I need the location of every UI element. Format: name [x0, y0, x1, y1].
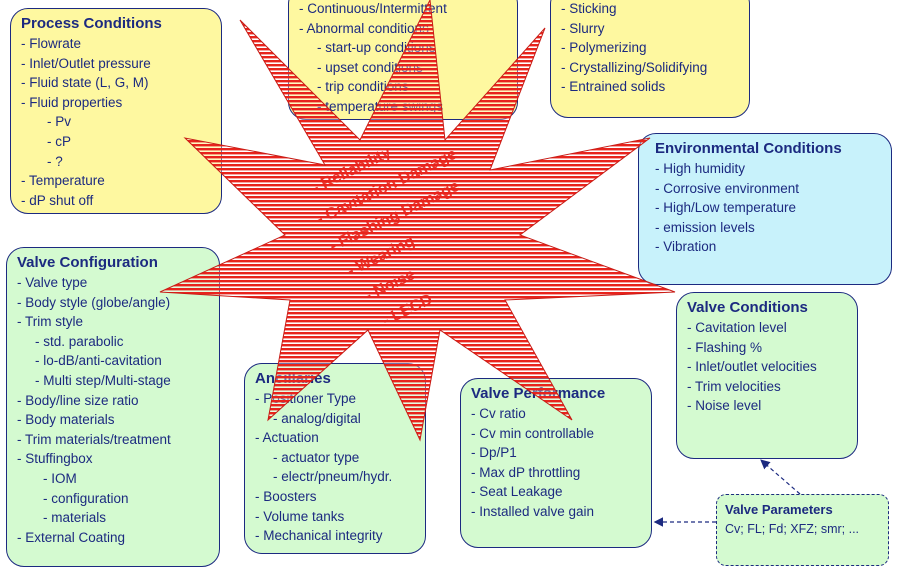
list-item: - Body/line size ratio	[17, 392, 139, 408]
list-item: - temperature swings	[317, 98, 444, 114]
list-item: - Polymerizing	[561, 40, 647, 56]
list-item: - emission levels	[655, 219, 755, 235]
list-item: - Vibration	[655, 239, 717, 255]
list-item: - std. parabolic	[35, 333, 124, 349]
list-item: - Seat Leakage	[471, 484, 563, 500]
list-item: - Sticking	[561, 1, 617, 16]
list-item: - Inlet/outlet velocities	[687, 359, 817, 375]
list-item: - Slurry	[561, 20, 605, 36]
list-item: - Corrosive environment	[655, 180, 800, 196]
ancillaries-box: Ancillaries - Positioner Type - analog/d…	[244, 363, 426, 554]
valve-performance-box: Valve Performance - Cv ratio - Cv min co…	[460, 378, 652, 548]
valve-parameters-text: Cv; FL; Fd; XFZ; smr; ...	[725, 522, 860, 536]
list-item: - Mechanical integrity	[255, 528, 383, 544]
list-item: - Valve type	[17, 275, 88, 290]
list-item: - Installed valve gain	[471, 503, 595, 519]
list-item: - IOM	[43, 470, 77, 486]
list-item: - Max dP throttling	[471, 464, 581, 480]
list-item: - Body style (globe/angle)	[17, 294, 171, 310]
valve-conditions-title: Valve Conditions	[687, 299, 808, 316]
list-item: - Entrained solids	[561, 79, 666, 95]
flow-regime-box: - Continuous/Intermittent - Abnormal con…	[288, 0, 518, 120]
list-item: - Fluid properties	[21, 94, 123, 110]
list-item: - cP	[47, 133, 72, 149]
valve-configuration-title: Valve Configuration	[17, 254, 158, 271]
list-item: - Body materials	[17, 412, 115, 428]
starburst-item: - LECD	[380, 291, 435, 330]
list-item: - lo-dB/anti-cavitation	[35, 353, 162, 369]
list-item: - Continuous/Intermittent	[299, 1, 447, 16]
list-item: - Actuation	[255, 430, 319, 446]
list-item: - trip conditions	[317, 79, 409, 95]
list-item: - Inlet/Outlet pressure	[21, 55, 151, 71]
list-item: - Flashing %	[687, 339, 763, 355]
list-item: - Multi step/Multi-stage	[35, 372, 171, 388]
list-item: - Temperature	[21, 173, 105, 189]
list-item: - Boosters	[255, 488, 317, 504]
list-item: - Fluid state (L, G, M)	[21, 75, 149, 91]
list-item: - Pv	[47, 114, 72, 130]
list-item: - materials	[43, 510, 107, 526]
valve-performance-title: Valve Performance	[471, 385, 606, 402]
list-item: - High humidity	[655, 161, 746, 176]
list-item: - External Coating	[17, 529, 126, 545]
list-item: - Positioner Type	[255, 391, 357, 406]
list-item: - configuration	[43, 490, 129, 506]
list-item: - Trim materials/treatment	[17, 431, 171, 447]
list-item: - Cavitation level	[687, 320, 787, 335]
ancillaries-title: Ancillaries	[255, 370, 331, 387]
list-item: - Flowrate	[21, 36, 82, 51]
list-item: - Trim velocities	[687, 378, 781, 394]
list-item: - electr/pneum/hydr.	[273, 469, 393, 485]
fluid-behavior-box: - Sticking - Slurry - Polymerizing - Cry…	[550, 0, 750, 118]
environmental-conditions-title: Environmental Conditions	[655, 140, 842, 157]
list-item: - Cv ratio	[471, 406, 526, 421]
list-item: - Dp/P1	[471, 445, 517, 461]
starburst-item: - Reliability	[310, 144, 394, 197]
list-item: - High/Low temperature	[655, 200, 797, 216]
starburst-item: - Cavitation Damage	[314, 146, 460, 229]
arrow-to-valve-conditions	[760, 459, 801, 495]
list-item: - Cv min controllable	[471, 425, 595, 441]
environmental-conditions-box: Environmental Conditions - High humidity…	[638, 133, 892, 285]
list-item: - upset conditions	[317, 59, 423, 75]
process-conditions-box: Process Conditions - Flowrate - Inlet/Ou…	[10, 8, 222, 214]
list-item: - Noise level	[687, 398, 762, 414]
list-item: - ?	[47, 153, 63, 169]
process-conditions-title: Process Conditions	[21, 15, 162, 32]
list-item: - actuator type	[273, 449, 360, 465]
starburst-item: - Noise	[362, 266, 417, 305]
list-item: - analog/digital	[273, 410, 361, 426]
valve-parameters-title: Valve Parameters	[725, 502, 833, 517]
list-item: - Trim style	[17, 314, 83, 330]
starburst-item: - Flashing Damage	[327, 178, 462, 256]
starburst-item: - Wearing	[345, 233, 418, 280]
list-item: - dP shut off	[21, 192, 94, 208]
list-item: - start-up conditions	[317, 40, 436, 56]
valve-configuration-box: Valve Configuration - Valve type - Body …	[6, 247, 220, 567]
list-item: - Crystallizing/Solidifying	[561, 59, 708, 75]
list-item: - Volume tanks	[255, 508, 345, 524]
list-item: - Stuffingbox	[17, 451, 93, 467]
valve-conditions-box: Valve Conditions - Cavitation level - Fl…	[676, 292, 858, 459]
valve-parameters-box: Valve Parameters Cv; FL; Fd; XFZ; smr; .…	[716, 494, 889, 566]
list-item: - Abnormal conditions	[299, 20, 429, 36]
